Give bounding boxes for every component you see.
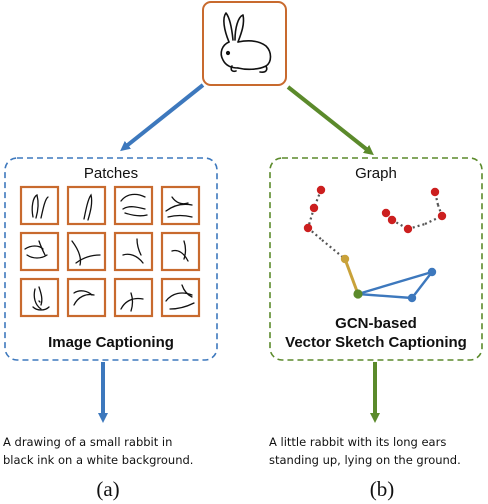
arrow-to-right-panel xyxy=(286,85,374,156)
rabbit-sketch-icon xyxy=(220,12,272,73)
image-patch xyxy=(160,277,201,318)
image-patch xyxy=(66,277,107,318)
rabbit-patch-icon xyxy=(120,292,144,312)
graph-node xyxy=(403,224,413,234)
image-patch xyxy=(19,185,60,226)
image-patch xyxy=(160,231,201,272)
patches-heading: Patches xyxy=(84,165,138,182)
rabbit-patch-icon xyxy=(122,238,144,264)
graph-node xyxy=(437,211,447,221)
image-patch xyxy=(19,277,60,318)
rabbit-patch-icon xyxy=(165,196,193,218)
right-caption-line1: A little rabbit with its long ears xyxy=(269,435,446,449)
rabbit-patch-icon xyxy=(120,193,148,217)
rabbit-patch-icon xyxy=(171,240,189,262)
sublabel-b: (b) xyxy=(370,477,395,501)
graph-node xyxy=(316,185,326,195)
rabbit-patch-icon xyxy=(31,194,49,219)
right-caption-line2: standing up, lying on the ground. xyxy=(269,453,461,467)
graph-node xyxy=(353,289,363,299)
graph-node xyxy=(427,267,437,277)
sublabel-a: (a) xyxy=(96,477,119,501)
rabbit-patch-icon xyxy=(165,284,195,310)
image-patch xyxy=(160,185,201,226)
graph-node xyxy=(303,223,313,233)
top-rabbit-image xyxy=(202,1,287,86)
graph-heading: Graph xyxy=(355,165,397,182)
left-caption-line1: A drawing of a small rabbit in xyxy=(3,435,172,449)
gcn-label-line2: Vector Sketch Captioning xyxy=(285,334,467,351)
image-patch xyxy=(113,185,154,226)
image-patch xyxy=(113,277,154,318)
rabbit-patch-icon xyxy=(83,193,93,221)
right-panel: Graph xyxy=(269,157,483,361)
rabbit-patch-icon xyxy=(71,240,101,266)
patch-grid xyxy=(19,185,201,318)
rabbit-patch-icon xyxy=(73,290,95,306)
graph-node xyxy=(407,293,417,303)
image-patch xyxy=(66,185,107,226)
sketch-graph xyxy=(303,185,447,303)
graph-node xyxy=(309,203,319,213)
image-patch xyxy=(113,231,154,272)
image-captioning-label: Image Captioning xyxy=(48,334,174,351)
rabbit-patch-icon xyxy=(32,286,50,311)
graph-node xyxy=(381,208,391,218)
image-patch xyxy=(66,231,107,272)
left-caption-line2: black ink on a white background. xyxy=(3,453,193,467)
graph-node xyxy=(430,187,440,197)
gcn-label-line1: GCN-based xyxy=(335,315,417,332)
left-panel: Patches Image Captioning xyxy=(4,157,218,361)
rabbit-patch-icon xyxy=(24,240,48,259)
graph-node xyxy=(387,215,397,225)
graph-node xyxy=(340,254,350,264)
arrow-to-left-panel xyxy=(120,83,205,152)
image-patch xyxy=(19,231,60,272)
